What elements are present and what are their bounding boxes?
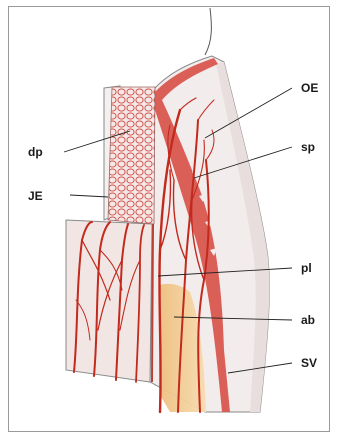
label-sp: sp xyxy=(301,140,315,154)
tooth-outline xyxy=(205,8,211,55)
label-pl: pl xyxy=(301,261,312,275)
label-je: JE xyxy=(28,189,43,203)
label-dp: dp xyxy=(28,145,43,159)
label-ab: ab xyxy=(301,313,315,327)
label-sv: SV xyxy=(301,356,317,370)
label-oe: OE xyxy=(301,81,318,95)
periodontal-ligament xyxy=(152,224,153,382)
cell-region xyxy=(108,87,155,224)
